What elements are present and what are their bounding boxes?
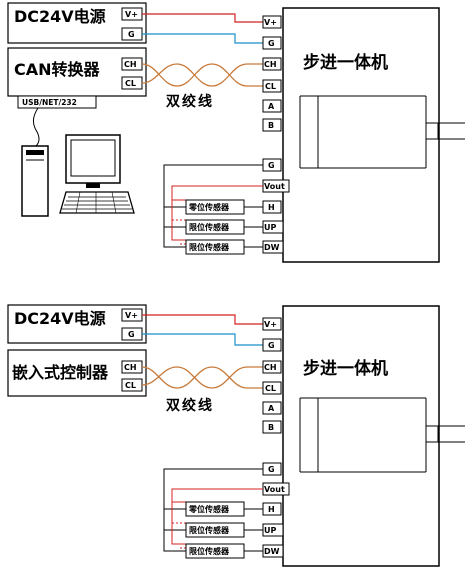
power-supply-label: DC24V电源	[14, 7, 106, 26]
motor-shaft-drawing-2	[299, 397, 465, 473]
power-wire-vplus	[142, 13, 263, 23]
motor-term-dw-2: DW	[264, 547, 280, 556]
terminal-ch-label: CH	[124, 60, 137, 69]
terminal-vplus-label-2: V+	[125, 311, 138, 320]
motor-term-ch: CH	[264, 60, 277, 69]
twisted-pair-cable	[141, 63, 263, 87]
motor-shaft-drawing	[299, 95, 465, 169]
pc-tower-icon	[21, 145, 49, 217]
usb-port-label: USB/NET/232	[22, 98, 77, 107]
keyboard-icon	[59, 191, 135, 214]
motor-term-g: G	[268, 39, 275, 48]
monitor-icon	[65, 134, 121, 188]
motor-term-a-2: A	[268, 404, 275, 413]
limit-sensor-up-box-2	[185, 522, 245, 538]
power-wire-g-2	[142, 333, 263, 346]
power-wire-vplus-2	[142, 314, 263, 325]
motor-term-up-2: UP	[264, 526, 276, 535]
motor-term-dw: DW	[264, 243, 280, 252]
embedded-controller-label: 嵌入式控制器	[12, 363, 109, 382]
motor-term-vplus: V+	[264, 18, 277, 27]
can-converter-label: CAN转换器	[14, 60, 101, 79]
motor-terminals-2: V+ G CH CL A B G Vout H UP DW	[262, 317, 290, 558]
twisted-pair-cable-2	[141, 366, 263, 389]
motor-term-up: UP	[264, 223, 276, 232]
zero-sensor-label: 零位传感器	[188, 202, 230, 212]
motor-term-vplus-2: V+	[264, 320, 277, 329]
limit-sensor-dw-label-2: 限位传感器	[189, 546, 230, 556]
terminal-vplus-label: V+	[125, 10, 138, 19]
motor-term-b: B	[268, 121, 274, 130]
limit-sensor-up-label: 限位传感器	[189, 222, 230, 232]
sensor-wiring	[163, 164, 263, 248]
motor-term-cl: CL	[265, 82, 276, 91]
usb-port-box	[17, 95, 97, 109]
motor-term-vout-2: Vout	[264, 485, 285, 494]
terminal-g-label: G	[128, 30, 135, 39]
usb-cable	[32, 107, 40, 147]
zero-sensor-box-2	[185, 501, 245, 517]
limit-sensor-dw-label: 限位传感器	[189, 242, 230, 252]
diagram-can-converter: DC24V电源 V+ G CAN转换器 CH CL USB/NET/232	[7, 2, 465, 263]
terminal-ch-label-2: CH	[124, 363, 137, 372]
stepper-motor-label-2: 步进一体机	[303, 358, 388, 379]
power-wire-g	[142, 33, 263, 44]
power-supply-label-2: DC24V电源	[14, 309, 106, 328]
motor-term-b-2: B	[268, 423, 274, 432]
motor-term-g2-2: G	[268, 465, 275, 474]
motor-term-g-2: G	[268, 341, 275, 350]
motor-term-cl-2: CL	[265, 384, 276, 393]
diagram-embedded-controller: DC24V电源 V+ G 嵌入式控制器 CH CL 双绞线 步进一体机	[7, 304, 465, 567]
stepper-motor-label: 步进一体机	[303, 52, 388, 73]
motor-term-a: A	[268, 102, 275, 111]
motor-term-g2: G	[268, 161, 275, 170]
terminal-cl-label: CL	[125, 79, 136, 88]
terminal-cl-label-2: CL	[125, 381, 136, 390]
zero-sensor-box	[185, 199, 245, 215]
limit-sensor-dw-box-2	[185, 543, 245, 559]
limit-sensor-up-box	[185, 219, 245, 235]
limit-sensor-up-label-2: 限位传感器	[189, 525, 230, 535]
stepper-motor-box	[282, 7, 440, 263]
sensor-wiring-2	[163, 468, 263, 552]
twisted-pair-label: 双绞线	[166, 93, 214, 110]
motor-term-ch-2: CH	[264, 363, 277, 372]
zero-sensor-label-2: 零位传感器	[188, 504, 230, 514]
motor-term-h-2: H	[268, 505, 275, 514]
stepper-motor-box-2	[282, 305, 440, 567]
twisted-pair-label-2: 双绞线	[166, 397, 214, 414]
limit-sensor-dw-box	[185, 239, 245, 255]
terminal-g-label-2: G	[128, 330, 135, 339]
motor-term-h: H	[268, 203, 275, 212]
motor-term-vout: Vout	[264, 182, 285, 191]
